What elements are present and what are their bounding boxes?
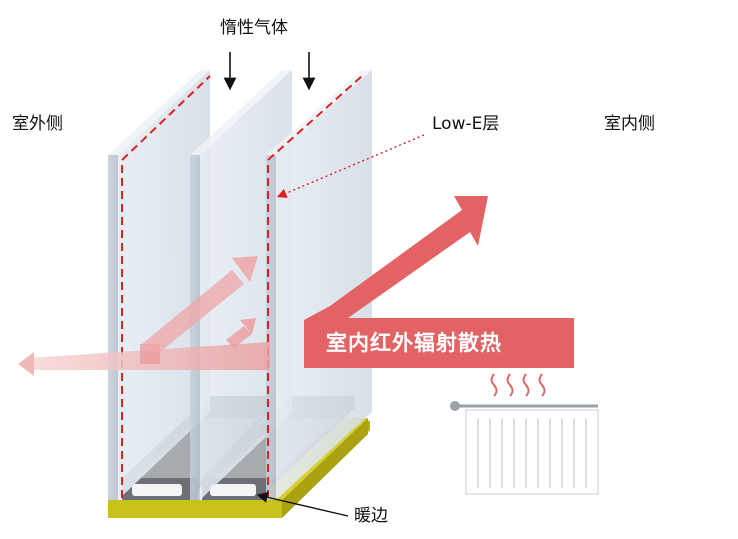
warm-edge-label: 暖边 [354,506,388,526]
low-e-coating-left [121,75,211,498]
indoor-side-label: 室内侧 [604,114,655,134]
heat-wave-icon [490,373,546,397]
inert-gas-label: 惰性气体 [220,18,288,38]
inert-gas-arrows [223,52,316,91]
warm-edge-pointer [256,491,349,517]
glass-pane-indoor [266,70,372,500]
low-e-coating-right [267,75,363,498]
low-e-pointer [276,134,425,198]
main-radiation-arrow [304,196,574,368]
radiation-banner-label: 室内红外辐射散热 [326,331,502,355]
glass-pane-outdoor [108,70,210,500]
outdoor-side-label: 室外侧 [12,114,63,134]
low-e-layer-label: Low-E层 [432,114,500,134]
faded-radiation-arrows [18,256,270,376]
radiator-icon [450,401,599,495]
